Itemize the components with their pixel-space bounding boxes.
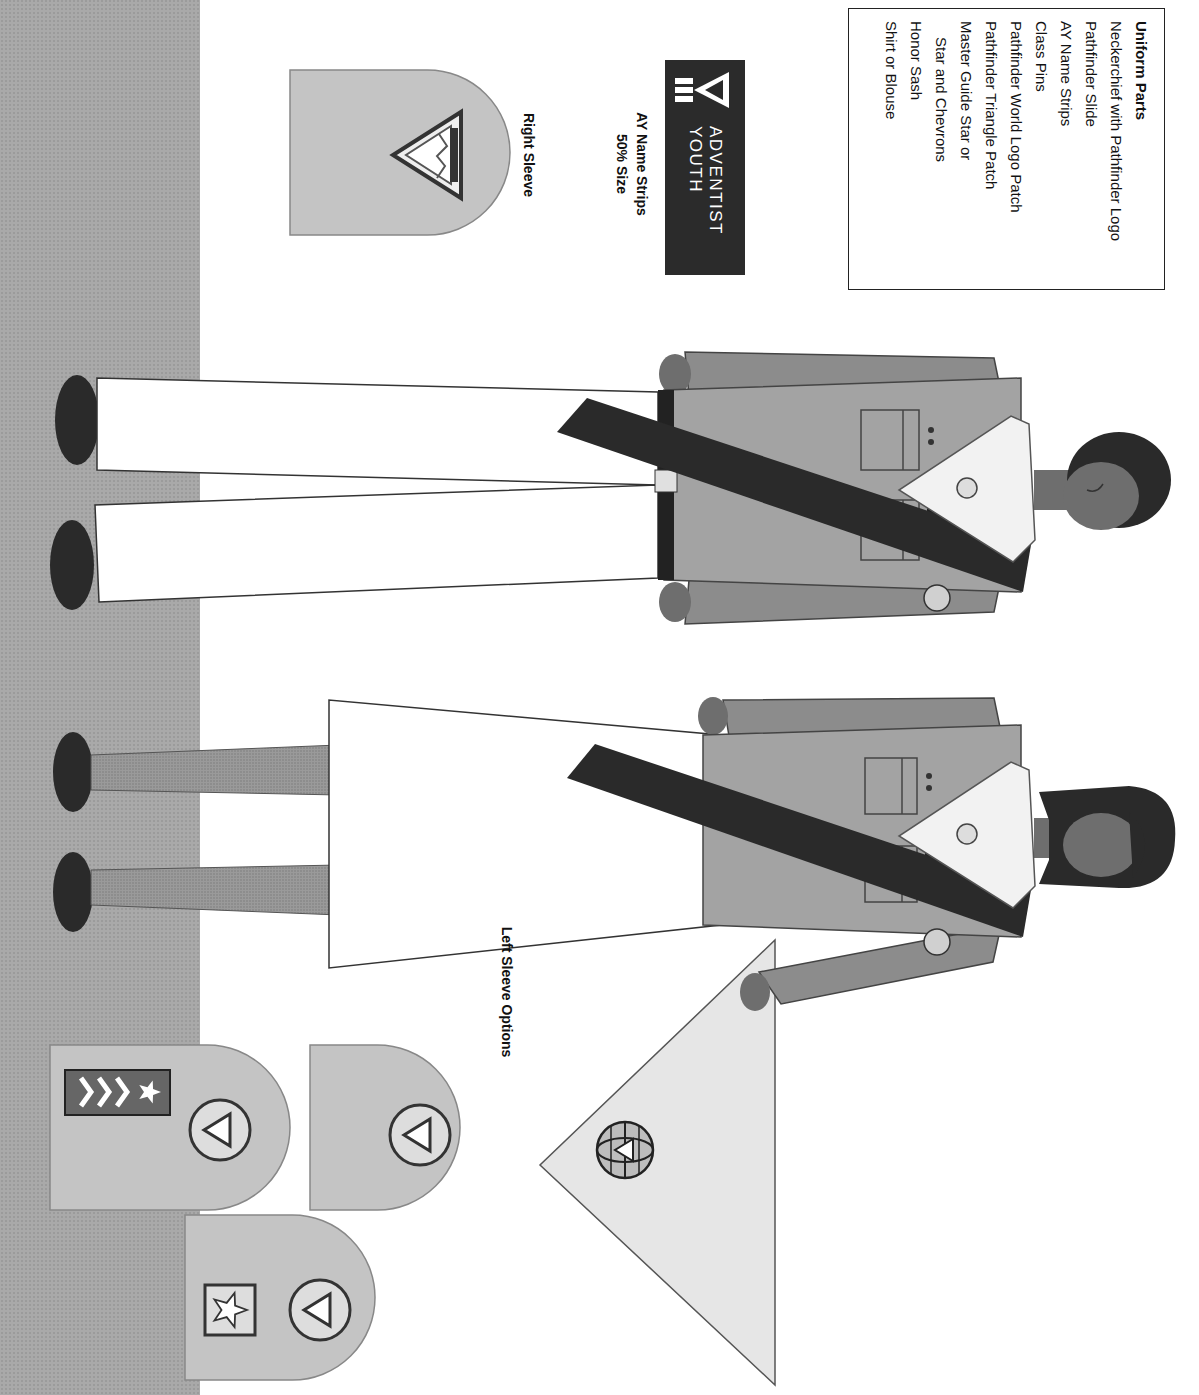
left-sleeve-patch — [390, 1105, 450, 1165]
part-label: AY Name Strips — [634, 64, 650, 264]
girl-figure — [91, 745, 339, 795]
ay-logo — [705, 80, 723, 100]
neckerchief-triangle — [540, 940, 775, 1385]
ay-logo — [675, 72, 729, 108]
right-sleeve-patch — [406, 126, 451, 184]
left-sleeve-patch-chevrons — [50, 1045, 290, 1210]
left-sleeve-patch — [310, 1045, 460, 1210]
boy-figure — [95, 485, 658, 602]
boy-figure — [861, 410, 919, 470]
girl-figure — [567, 744, 1031, 937]
left-sleeve-patch-chevrons — [190, 1100, 250, 1160]
left-sleeve-patch-chevrons — [190, 1100, 250, 1160]
girl-figure — [740, 973, 770, 1011]
left-sleeve-patch — [310, 1045, 460, 1210]
box-text: Shirt or Blouse — [879, 21, 904, 277]
left-sleeve-patch-chevrons — [65, 1070, 170, 1115]
girl-figure — [1039, 786, 1175, 888]
ay-logo — [694, 72, 729, 108]
world-logo-patch — [610, 1126, 612, 1174]
left-sleeve-patch-chevrons — [81, 1078, 91, 1106]
boy-figure — [50, 520, 94, 610]
box-text: AY Name Strips — [1054, 21, 1079, 277]
part-label: Left Sleeve Options — [499, 892, 515, 1092]
world-logo-patch — [597, 1122, 653, 1178]
boy-figure — [1087, 484, 1103, 491]
girl-figure — [1063, 813, 1139, 877]
left-sleeve-patch-star — [290, 1280, 350, 1340]
box-text: Master Guide Star or Star and Chevrons — [929, 21, 979, 177]
girl-figure — [926, 785, 932, 791]
girl-figure — [53, 852, 93, 932]
boy-figure — [928, 439, 934, 445]
boy-figure — [557, 398, 1031, 592]
girl-figure — [53, 697, 1175, 1011]
right-sleeve-patch — [450, 128, 458, 182]
left-sleeve-patch-star — [185, 1215, 375, 1380]
boy-figure — [659, 582, 691, 622]
girl-figure — [899, 762, 1035, 908]
girl-figure — [865, 758, 917, 814]
boy-figure — [899, 416, 1035, 562]
right-sleeve-patch — [290, 70, 510, 235]
boy-figure — [1063, 462, 1139, 530]
boy-figure — [659, 354, 691, 394]
ay-logo — [675, 78, 693, 84]
box-text: Pathfinder World Logo Patch — [1004, 21, 1029, 277]
box-text: Neckerchief with Pathfinder Logo — [1104, 21, 1129, 277]
left-sleeve-patch — [390, 1105, 450, 1165]
left-sleeve-patch-star — [214, 1293, 247, 1327]
ay-logo — [675, 87, 693, 93]
left-sleeve-patch-chevrons — [117, 1078, 127, 1106]
neckerchief-triangle — [540, 940, 775, 1385]
girl-figure — [924, 929, 950, 955]
girl-figure — [957, 824, 977, 844]
box-text: Pathfinder Triangle Patch — [979, 21, 1004, 277]
right-sleeve-patch — [437, 134, 447, 178]
left-sleeve-patch-star — [205, 1285, 255, 1335]
left-sleeve-patch-star — [290, 1280, 350, 1340]
boy-figure — [957, 478, 977, 498]
part-label: Right Sleeve — [521, 60, 537, 250]
box-text: Pathfinder Slide — [1079, 21, 1104, 277]
world-logo-patch — [638, 1126, 640, 1174]
girl-figure — [901, 758, 903, 814]
boy-figure — [928, 427, 934, 433]
left-sleeve-patch-chevrons — [139, 1081, 161, 1104]
left-sleeve-patch-chevrons — [204, 1114, 230, 1146]
right-sleeve-patch — [290, 70, 510, 235]
left-sleeve-patch-star — [185, 1215, 375, 1380]
name-strip: ADVENTIST YOUTH — [665, 60, 745, 275]
girl-figure — [91, 865, 339, 915]
parts-list-box: Uniform PartsNeckerchief with Pathfinder… — [848, 8, 1165, 290]
ay-logo — [675, 96, 693, 102]
girl-figure — [926, 773, 932, 779]
left-sleeve-patch — [404, 1119, 430, 1151]
girl-figure — [329, 700, 721, 968]
box-heading: ADVENTIST YOUTH — [685, 126, 724, 256]
box-heading: Uniform Parts — [1129, 21, 1154, 277]
girl-figure — [53, 732, 93, 812]
world-logo-patch — [597, 1122, 653, 1178]
left-sleeve-patch-star — [304, 1294, 330, 1326]
girl-figure — [759, 926, 1001, 1004]
girl-figure — [1129, 812, 1145, 878]
left-sleeve-patch-chevrons — [99, 1078, 109, 1106]
world-logo-patch — [615, 1139, 633, 1161]
left-sleeve-patch-chevrons — [50, 1045, 290, 1210]
boy-figure — [50, 352, 1171, 624]
right-sleeve-patch — [393, 112, 461, 198]
boy-figure — [55, 375, 99, 465]
box-text: Honor Sash — [904, 21, 929, 277]
box-text: Class Pins — [1029, 21, 1054, 277]
part-label: 50% Size — [614, 64, 630, 264]
boy-figure — [655, 470, 677, 492]
girl-figure — [698, 697, 728, 735]
boy-figure — [902, 410, 904, 470]
boy-figure — [924, 585, 950, 611]
